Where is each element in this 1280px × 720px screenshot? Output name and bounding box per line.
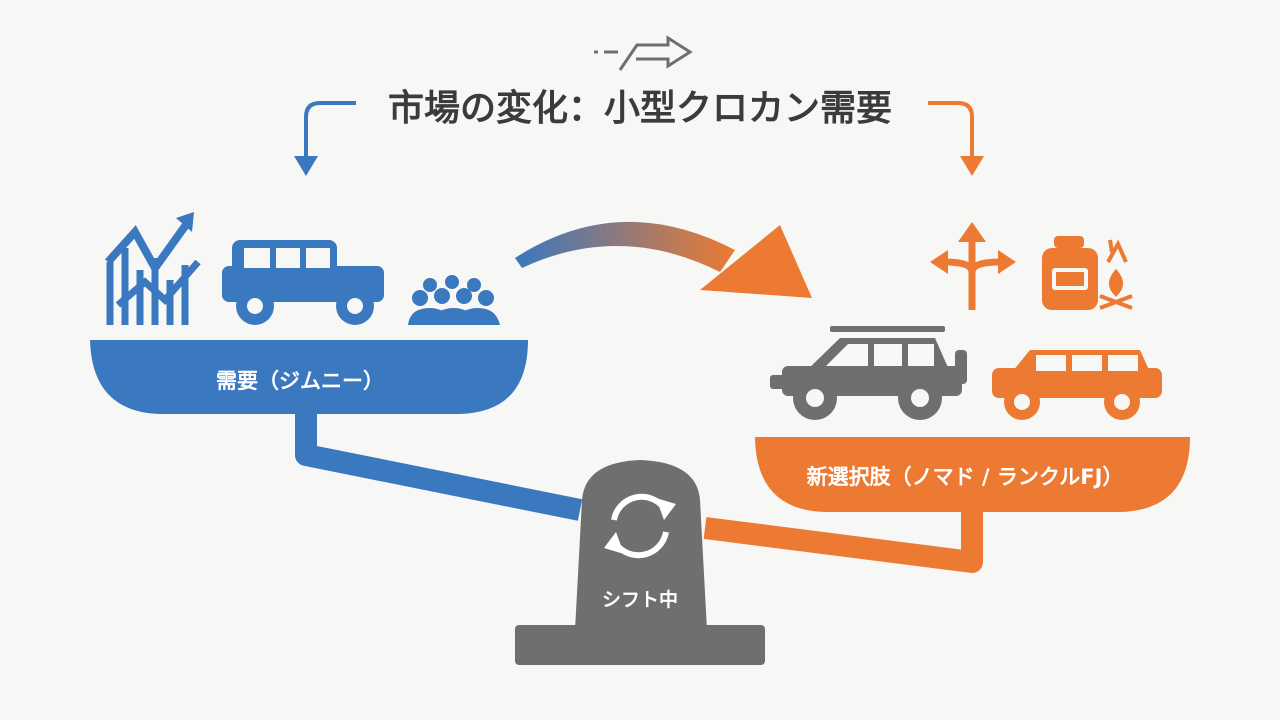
offroad-suv-icon (770, 326, 967, 420)
left-pan: 需要（ジムニー） (90, 340, 528, 414)
fj-suv-icon (992, 350, 1162, 420)
jimny-car-icon (222, 240, 384, 325)
page-title: 市場の変化：小型クロカン需要 (388, 87, 892, 129)
sync-icon (604, 493, 676, 559)
right-pan-label: 新選択肢（ノマド / ランクルFJ） (807, 465, 1124, 489)
left-pan-label: 需要（ジムニー） (216, 369, 384, 393)
backpack-icon (1042, 236, 1098, 310)
fulcrum: シフト中 (515, 460, 765, 665)
growth-chart-icon (105, 212, 201, 325)
shift-arrow-icon (594, 35, 693, 71)
campfire-icon (1099, 239, 1133, 310)
branching-arrows-icon (930, 222, 1016, 310)
orange-down-arrow-icon (928, 101, 984, 176)
curved-shift-arrow-icon (515, 221, 812, 298)
crowd-icon (408, 275, 500, 325)
right-beam (703, 510, 983, 573)
right-pan: 新選択肢（ノマド / ランクルFJ） (755, 437, 1190, 512)
left-beam (295, 412, 583, 521)
fulcrum-label: シフト中 (602, 588, 678, 611)
blue-down-arrow-icon (294, 101, 356, 176)
